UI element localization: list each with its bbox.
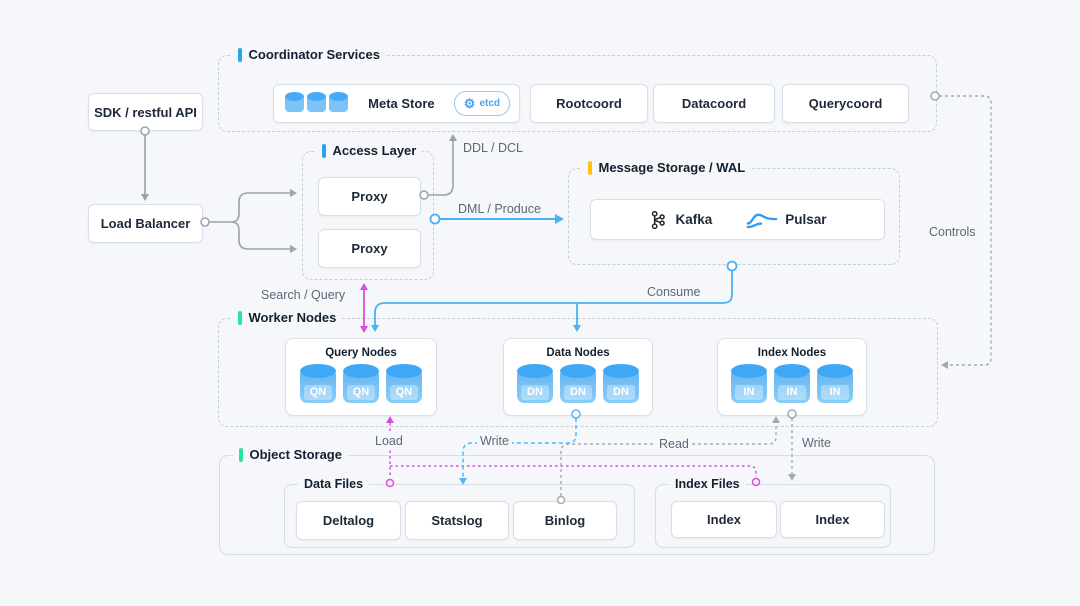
worker-nodes-legend: Worker Nodes [232,310,343,325]
cylinder-label: DN [521,385,549,400]
cylinder-label: QN [347,385,375,400]
wal-brokers-row: Kafka Pulsar [591,209,884,231]
cylinder-label: QN [390,385,418,400]
object-storage-legend: Object Storage [233,447,348,462]
coordinator-services-legend: Coordinator Services [232,47,386,62]
index-node-cylinder: IN [731,364,767,403]
edge-label-consume: Consume [644,285,704,300]
edge-label-load: Load [372,434,406,449]
edge-label-dml: DML / Produce [455,202,544,217]
pulsar-label: Pulsar [785,212,827,227]
node-index-2: Index [780,501,885,538]
edge-lb-to-proxies [209,192,290,250]
broker-pulsar: Pulsar [746,209,827,231]
edge-label-ddl: DDL / DCL [460,141,526,156]
kafka-icon [652,210,666,229]
edge-label-read: Read [656,437,692,452]
section-message-storage: Message Storage / WAL Kafka [568,160,900,265]
broker-kafka: Kafka [648,209,712,231]
cylinder-label: QN [304,385,332,400]
edge-label-write-index: Write [799,436,834,451]
meta-store-label: Meta Store [368,96,435,111]
group-index-nodes: Index Nodes IN IN IN [717,338,867,416]
group-title: Index Nodes [757,347,827,359]
etcd-badge-label: etcd [479,98,500,109]
query-nodes-cylinders: QN QN QN [286,364,436,403]
pulsar-icon [746,213,778,228]
cylinder-label: IN [821,385,849,400]
data-node-cylinder: DN [517,364,553,403]
section-title: Message Storage / WAL [598,160,746,175]
node-deltalog: Deltalog [296,501,401,540]
section-object-storage: Object Storage Data Files Deltalog Stats… [219,447,935,555]
data-node-cylinder: DN [603,364,639,403]
section-title: Access Layer [332,143,417,158]
cylinder-label: IN [735,385,763,400]
section-color-bar [588,160,592,175]
kafka-label: Kafka [675,212,713,227]
node-statslog: Statslog [405,501,509,540]
index-node-cylinder: IN [774,364,810,403]
node-rootcoord: Rootcoord [530,84,648,123]
group-data-files: Data Files Deltalog Statslog Binlog [284,477,635,548]
group-title: Data Nodes [546,347,610,359]
section-color-bar [322,143,326,158]
data-nodes-cylinders: DN DN DN [504,364,652,403]
edge-label-write-data: Write [477,434,512,449]
node-datacoord: Datacoord [653,84,775,123]
cylinder-label: IN [778,385,806,400]
section-color-bar [238,310,242,325]
db-cylinder-icon [284,92,304,112]
etcd-badge: ⚙ etcd [453,91,510,116]
section-title: Coordinator Services [248,47,381,62]
section-title: Worker Nodes [248,310,337,325]
etcd-gear-icon: ⚙ [463,96,476,111]
meta-store-content: Meta Store ⚙ etcd [274,91,519,116]
section-worker-nodes: Worker Nodes Query Nodes QN QN QN Data N… [218,310,938,427]
cylinder-label: DN [564,385,592,400]
group-query-nodes: Query Nodes QN QN QN [285,338,437,416]
query-node-cylinder: QN [386,364,422,403]
group-data-nodes: Data Nodes DN DN DN [503,338,653,416]
section-color-bar [238,47,242,62]
index-nodes-cylinders: IN IN IN [718,364,866,403]
data-node-cylinder: DN [560,364,596,403]
group-index-files: Index Files Index Index [655,477,891,548]
section-title: Object Storage [249,447,342,462]
edge-label-search-query: Search / Query [258,288,349,303]
node-querycoord: Querycoord [782,84,909,123]
section-color-bar [239,447,243,462]
access-layer-legend: Access Layer [316,143,423,158]
group-title: Index Files [675,477,740,491]
node-index-1: Index [671,501,777,538]
query-node-cylinder: QN [343,364,379,403]
node-sdk-restful-api: SDK / restful API [88,93,203,131]
group-title: Query Nodes [325,347,397,359]
message-storage-legend: Message Storage / WAL [582,160,752,175]
index-node-cylinder: IN [817,364,853,403]
node-load-balancer: Load Balancer [88,204,203,243]
node-meta-store: Meta Store ⚙ etcd [273,84,520,123]
node-proxy-1: Proxy [318,177,421,216]
edge-label-controls: Controls [926,225,979,240]
data-files-legend: Data Files [298,477,370,491]
query-node-cylinder: QN [300,364,336,403]
db-cylinder-icon [328,92,348,112]
db-cylinder-icon [306,92,326,112]
node-binlog: Binlog [513,501,617,540]
database-cylinders-icon [283,92,349,115]
group-title: Data Files [304,477,364,491]
node-proxy-2: Proxy [318,229,421,268]
index-files-legend: Index Files [669,477,746,491]
section-access-layer: Access Layer Proxy Proxy [302,143,434,280]
node-wal-brokers: Kafka Pulsar [590,199,885,240]
section-coordinator-services: Coordinator Services Meta Store ⚙ etcd R… [218,47,937,132]
cylinder-label: DN [607,385,635,400]
